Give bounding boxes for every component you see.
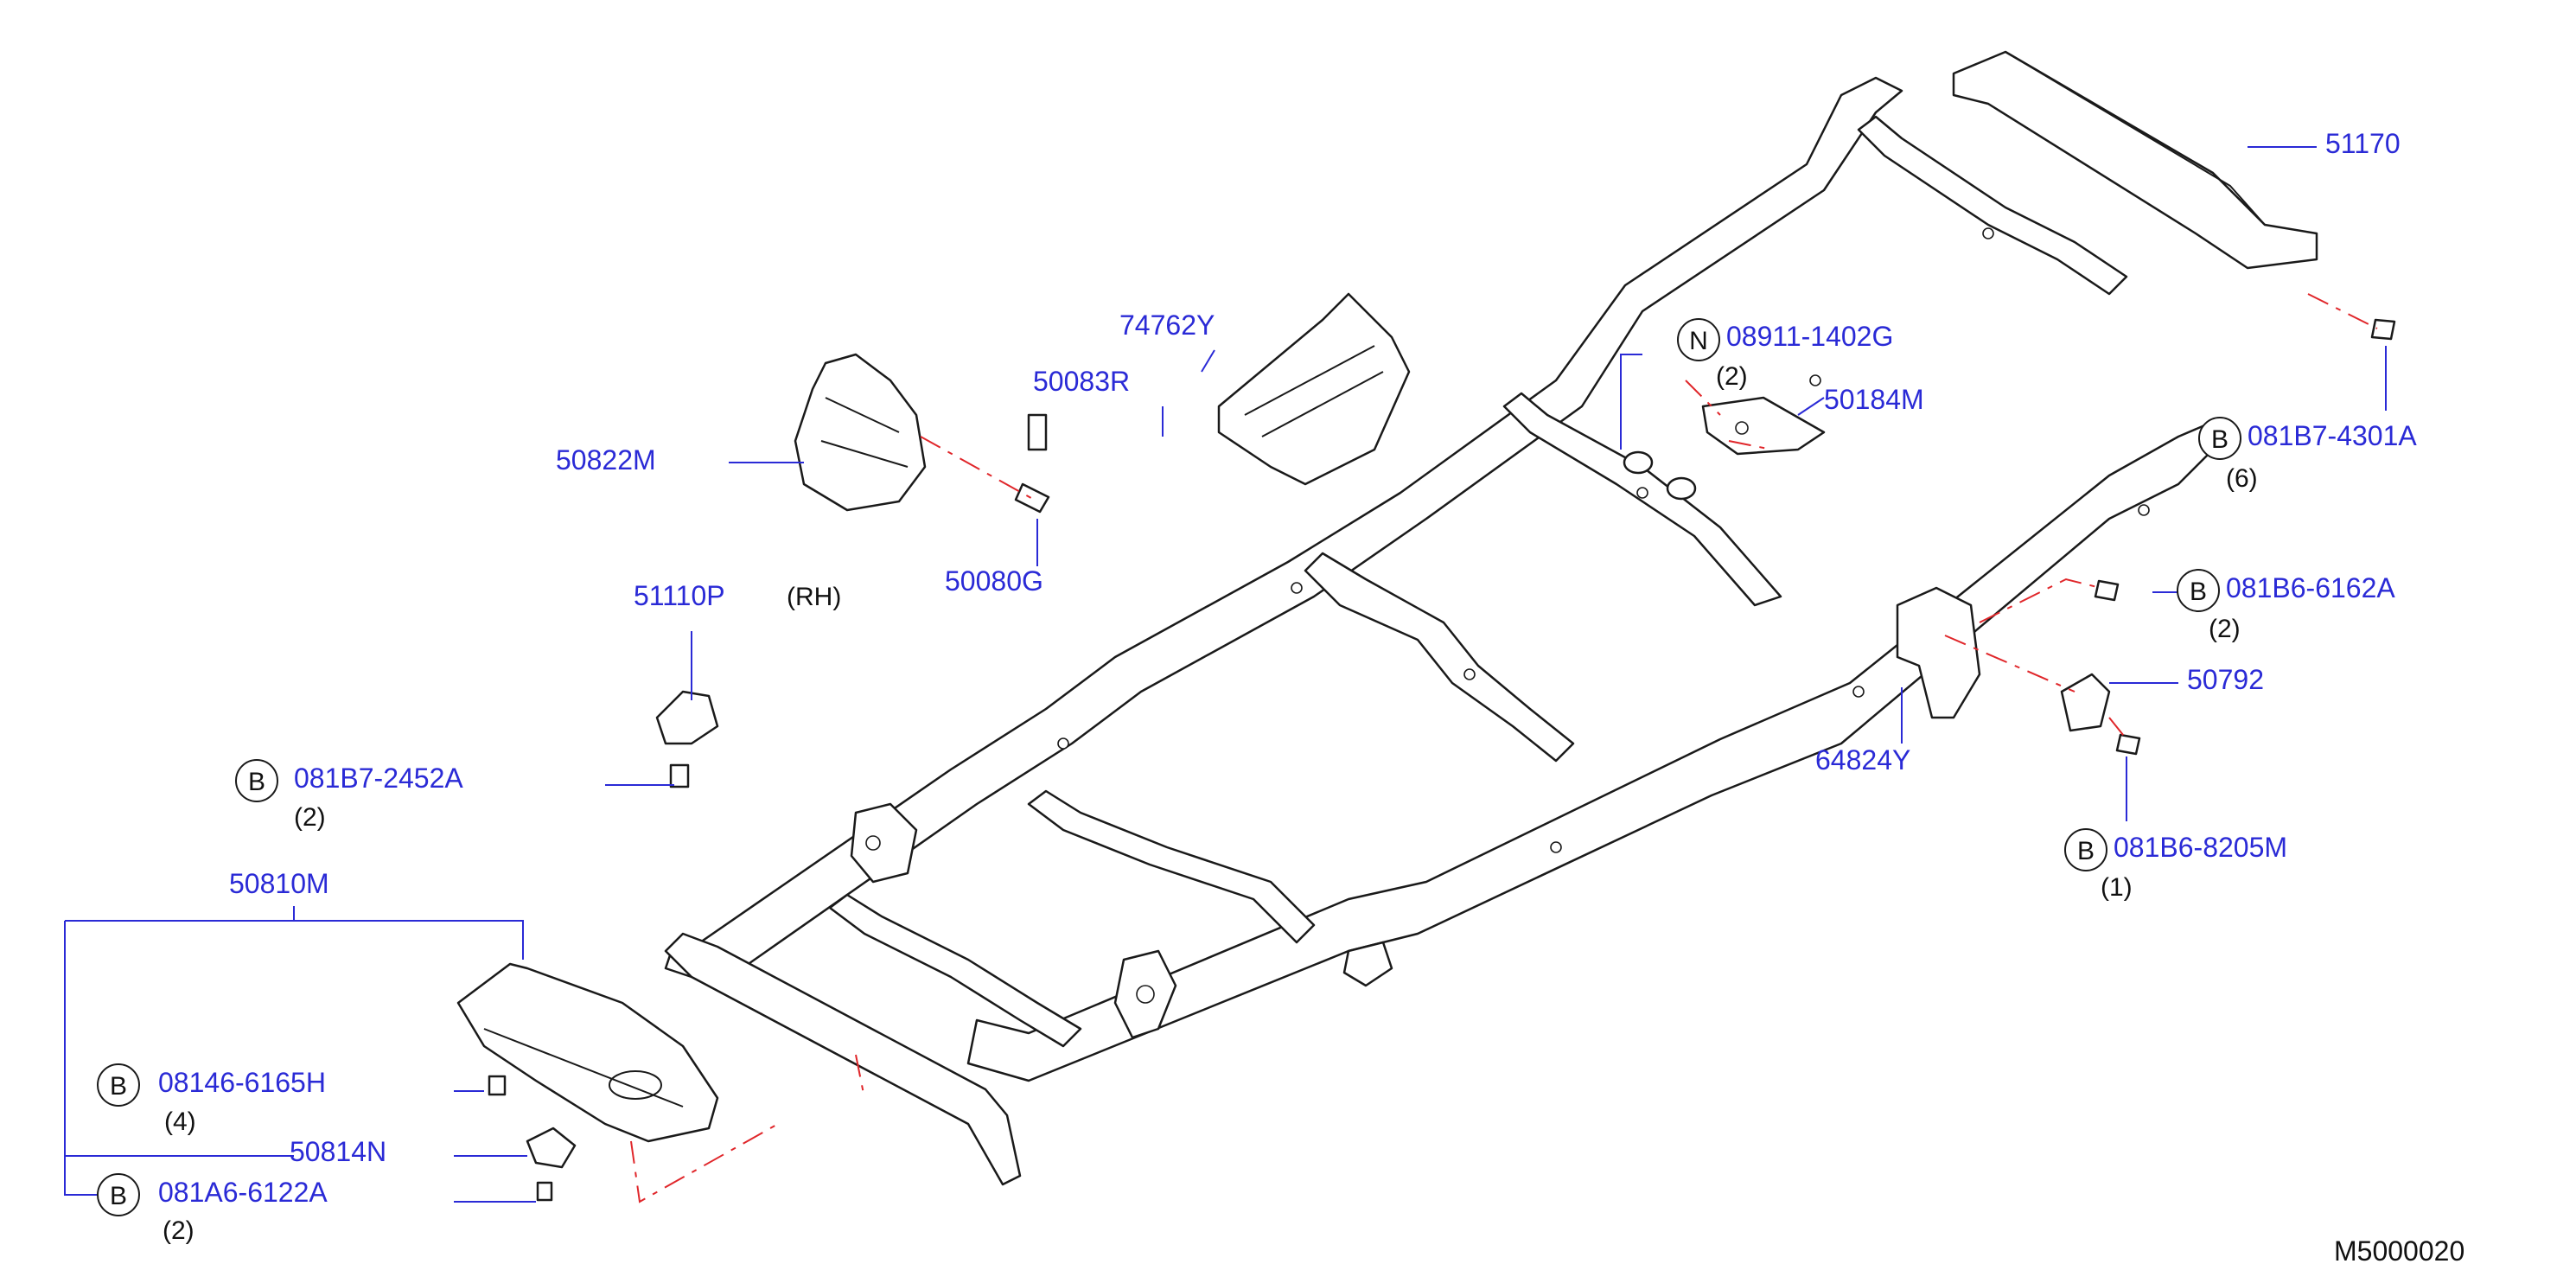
qty-08911: (2) — [1716, 362, 1748, 391]
mark-b-6162a-letter: B — [2190, 578, 2207, 606]
label-50184m[interactable]: 50184M — [1824, 384, 1924, 415]
skid-plate-50810m — [456, 962, 719, 1143]
mark-b-08146-letter: B — [110, 1072, 127, 1101]
qty-081b7-2452a: (2) — [294, 803, 326, 832]
heat-shield-74762y — [1217, 292, 1411, 486]
diagram-code: M5000020 — [2334, 1235, 2464, 1267]
part-labels: 51170 74762Y 50083R 50822M 50080G 51110P… — [158, 128, 2417, 1208]
label-50083r[interactable]: 50083R — [1033, 366, 1130, 397]
mark-n-08911 — [1677, 318, 1720, 361]
qty-081b7-4301a: (6) — [2226, 464, 2258, 493]
label-50080g[interactable]: 50080G — [945, 565, 1043, 597]
label-64824y[interactable]: 64824Y — [1815, 744, 1910, 776]
label-081b7-2452a[interactable]: 081B7-2452A — [294, 763, 463, 794]
qty-081b6-8205m: (1) — [2101, 873, 2133, 902]
rh-note: (RH) — [787, 583, 841, 611]
quantities: (2) (6) (2) (1) (2) (4) (2) — [163, 362, 2258, 1245]
qty-081b6-6162a: (2) — [2209, 615, 2241, 643]
label-08146-6165h[interactable]: 08146-6165H — [158, 1067, 326, 1098]
label-74762y[interactable]: 74762Y — [1119, 310, 1215, 341]
mark-n-08911-letter: N — [1689, 327, 1708, 355]
label-50814n[interactable]: 50814N — [290, 1136, 386, 1167]
mark-b-08146 — [97, 1063, 140, 1107]
bracket-64824y — [1896, 586, 1981, 719]
circled-marks: N B B B B B B — [97, 318, 2241, 1216]
plate-50184m — [1701, 396, 1826, 456]
label-50810m[interactable]: 50810M — [229, 868, 329, 899]
nut-08911-b — [1666, 476, 1697, 501]
mark-b-081a6 — [97, 1173, 140, 1216]
phantom-lines — [630, 293, 2378, 1203]
nut-08911-a — [1623, 450, 1654, 475]
label-50792[interactable]: 50792 — [2187, 664, 2264, 695]
mark-b-4301a — [2198, 417, 2241, 460]
label-51110p[interactable]: 51110P — [634, 580, 725, 611]
mark-b-2452a — [235, 759, 278, 802]
qty-081a6-6122a: (2) — [163, 1216, 194, 1245]
label-50822m[interactable]: 50822M — [556, 444, 656, 476]
label-081b6-8205m[interactable]: 081B6-8205M — [2114, 832, 2287, 863]
qty-08146-6165h: (4) — [164, 1107, 196, 1136]
mark-b-081a6-letter: B — [110, 1182, 127, 1210]
bracket-50792 — [2060, 673, 2111, 732]
leader-lines — [64, 146, 2387, 1203]
clip-51110p — [655, 690, 719, 745]
mark-b-4301a-letter: B — [2211, 425, 2228, 454]
mark-b-6162a — [2177, 569, 2220, 612]
label-081a6-6122a[interactable]: 081A6-6122A — [158, 1177, 328, 1208]
mark-b-2452a-letter: B — [248, 768, 265, 796]
chassis-frame — [664, 50, 2318, 1186]
label-081b6-6162a[interactable]: 081B6-6162A — [2226, 572, 2395, 603]
mark-b-8205m — [2064, 828, 2107, 871]
pad-50814n — [526, 1127, 577, 1169]
bolt-icons — [488, 318, 2396, 1202]
label-081b7-4301a[interactable]: 081B7-4301A — [2248, 420, 2417, 451]
label-51170[interactable]: 51170 — [2325, 128, 2401, 159]
label-08911-1402g[interactable]: 08911-1402G — [1726, 321, 1893, 352]
mark-b-8205m-letter: B — [2077, 837, 2095, 865]
bracket-50822m — [794, 353, 927, 512]
